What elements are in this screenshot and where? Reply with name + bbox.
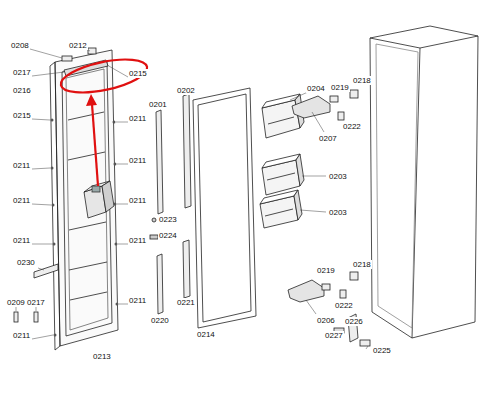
callout-number: 0207	[318, 134, 338, 143]
callout-number: 0211	[12, 196, 31, 205]
callout-number: 0217	[26, 298, 46, 307]
callout-number: 0225	[372, 346, 392, 355]
callout-number: 0211	[12, 161, 31, 170]
callout-number: 0211	[128, 296, 147, 305]
callout-number: 0211	[12, 236, 31, 245]
callout-number: 0223	[158, 215, 178, 224]
callout-number: 0211	[128, 114, 147, 123]
callout-number: 0222	[334, 301, 354, 310]
callout-number: 0203	[328, 172, 348, 181]
callout-number: 0201	[148, 100, 168, 109]
callout-number: 0211	[12, 331, 31, 340]
callout-number: 0220	[150, 316, 170, 325]
callout-number: 0218	[352, 76, 372, 85]
callout-number: 0211	[128, 196, 147, 205]
callout-number: 0226	[344, 317, 364, 326]
callout-number: 0221	[176, 298, 196, 307]
callout-number: 0213	[92, 352, 112, 361]
callout-number: 0212	[68, 41, 88, 50]
callout-number: 0202	[176, 86, 196, 95]
callout-number: 0214	[196, 330, 216, 339]
callout-number: 0204	[306, 84, 326, 93]
callout-number: 0230	[16, 258, 36, 267]
callout-number: 0203	[328, 208, 348, 217]
callout-number: 0218	[352, 260, 372, 269]
callout-number: 0216	[12, 86, 32, 95]
callout-number: 0219	[330, 83, 350, 92]
callout-number: 0206	[316, 316, 336, 325]
callout-number: 0215	[128, 69, 148, 78]
callout-number: 0211	[128, 236, 147, 245]
callout-number: 0208	[10, 41, 30, 50]
callout-number: 0219	[316, 266, 336, 275]
callout-number: 0222	[342, 122, 362, 131]
callout-number: 0215	[12, 111, 32, 120]
callout-number: 0217	[12, 68, 32, 77]
callout-number: 0211	[128, 156, 147, 165]
callout-number: 0224	[158, 231, 178, 240]
callout-number: 0227	[324, 331, 344, 340]
callout-number: 0209	[6, 298, 26, 307]
